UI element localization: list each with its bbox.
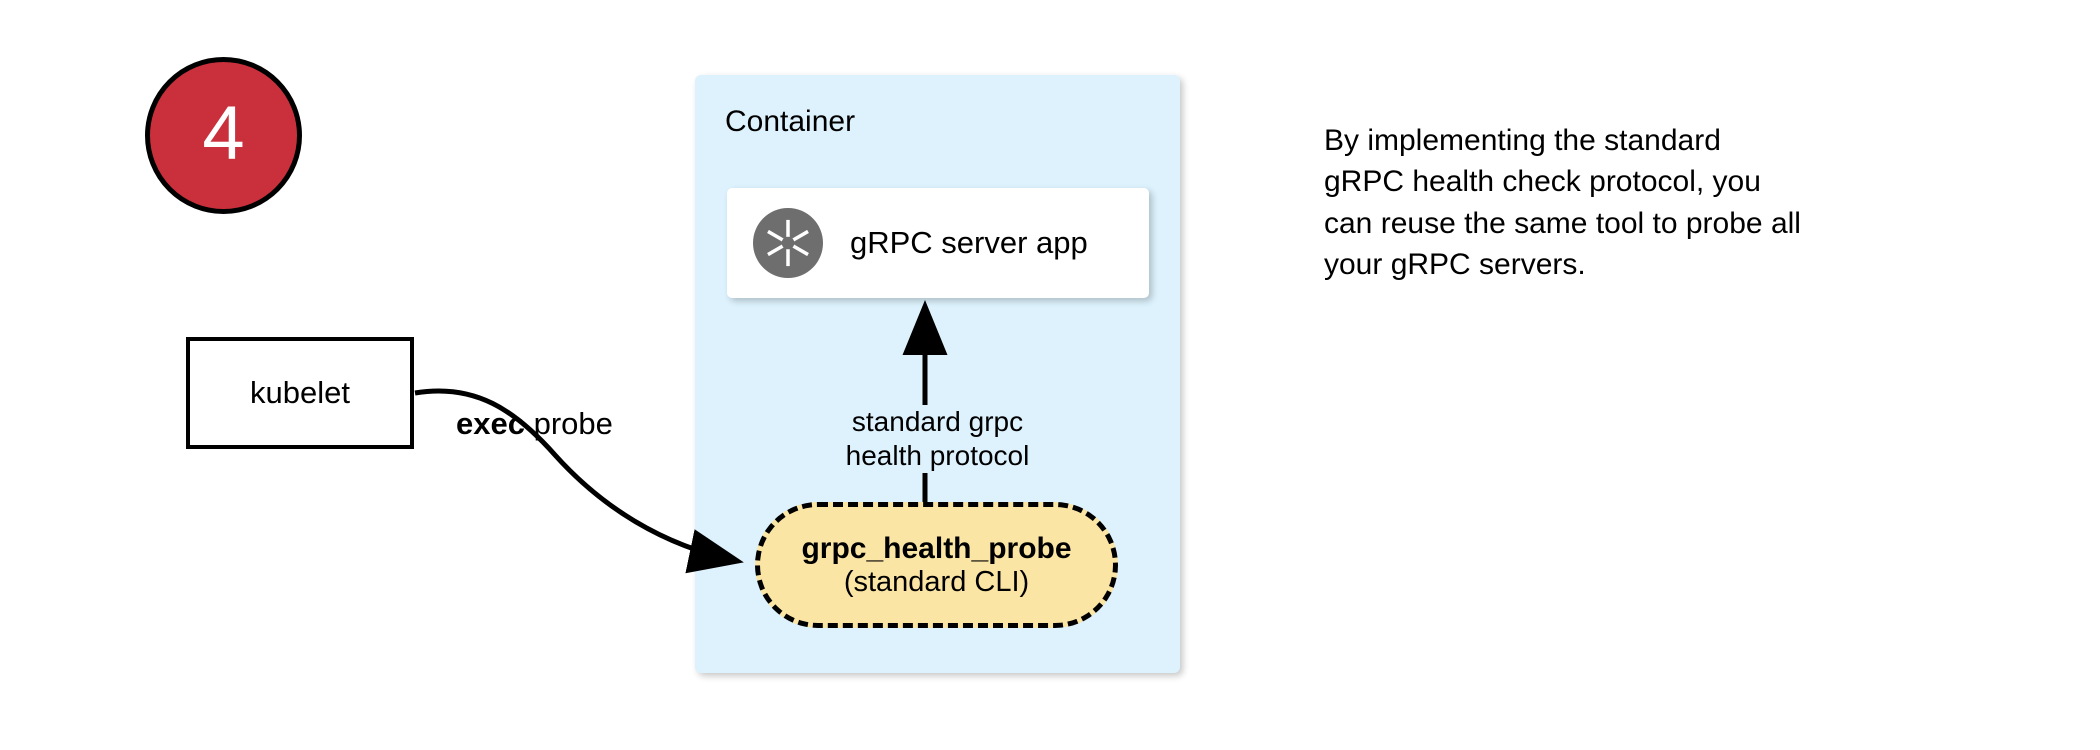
aperture-icon — [753, 208, 823, 278]
caption-line-4: your gRPC servers. — [1324, 248, 1586, 282]
kubelet-node: kubelet — [186, 337, 414, 449]
grpc-health-probe-title: grpc_health_probe — [801, 531, 1072, 565]
container-group: Container — [695, 75, 1180, 673]
exec-probe-label-bold: exec — [456, 406, 525, 441]
grpc-server-app-label: gRPC server app — [850, 224, 1088, 260]
health-protocol-label-line2: health protocol — [695, 439, 1180, 474]
exec-probe-label-rest: probe — [524, 406, 613, 441]
step-number-badge: 4 — [145, 57, 302, 214]
step-number-label: 4 — [202, 90, 245, 176]
caption-line-2: gRPC health check protocol, you — [1324, 165, 1761, 199]
container-title: Container — [725, 105, 856, 138]
kubelet-label: kubelet — [250, 374, 350, 410]
health-protocol-label-line1: standard grpc — [695, 405, 1180, 440]
caption-line-3: can reuse the same tool to probe all — [1324, 206, 1801, 240]
grpc-server-app-node: gRPC server app — [727, 188, 1149, 298]
exec-probe-arrow-icon — [414, 388, 744, 574]
exec-probe-edge-label: exec probe — [456, 406, 613, 441]
caption-line-1: By implementing the standard — [1324, 124, 1721, 157]
grpc-health-probe-subtitle: (standard CLI) — [843, 565, 1030, 598]
grpc-health-probe-node: grpc_health_probe (standard CLI) — [755, 502, 1118, 628]
caption-text: By implementing the standard gRPC health… — [1324, 120, 1944, 286]
health-protocol-edge-label: standard grpc health protocol — [695, 405, 1180, 474]
